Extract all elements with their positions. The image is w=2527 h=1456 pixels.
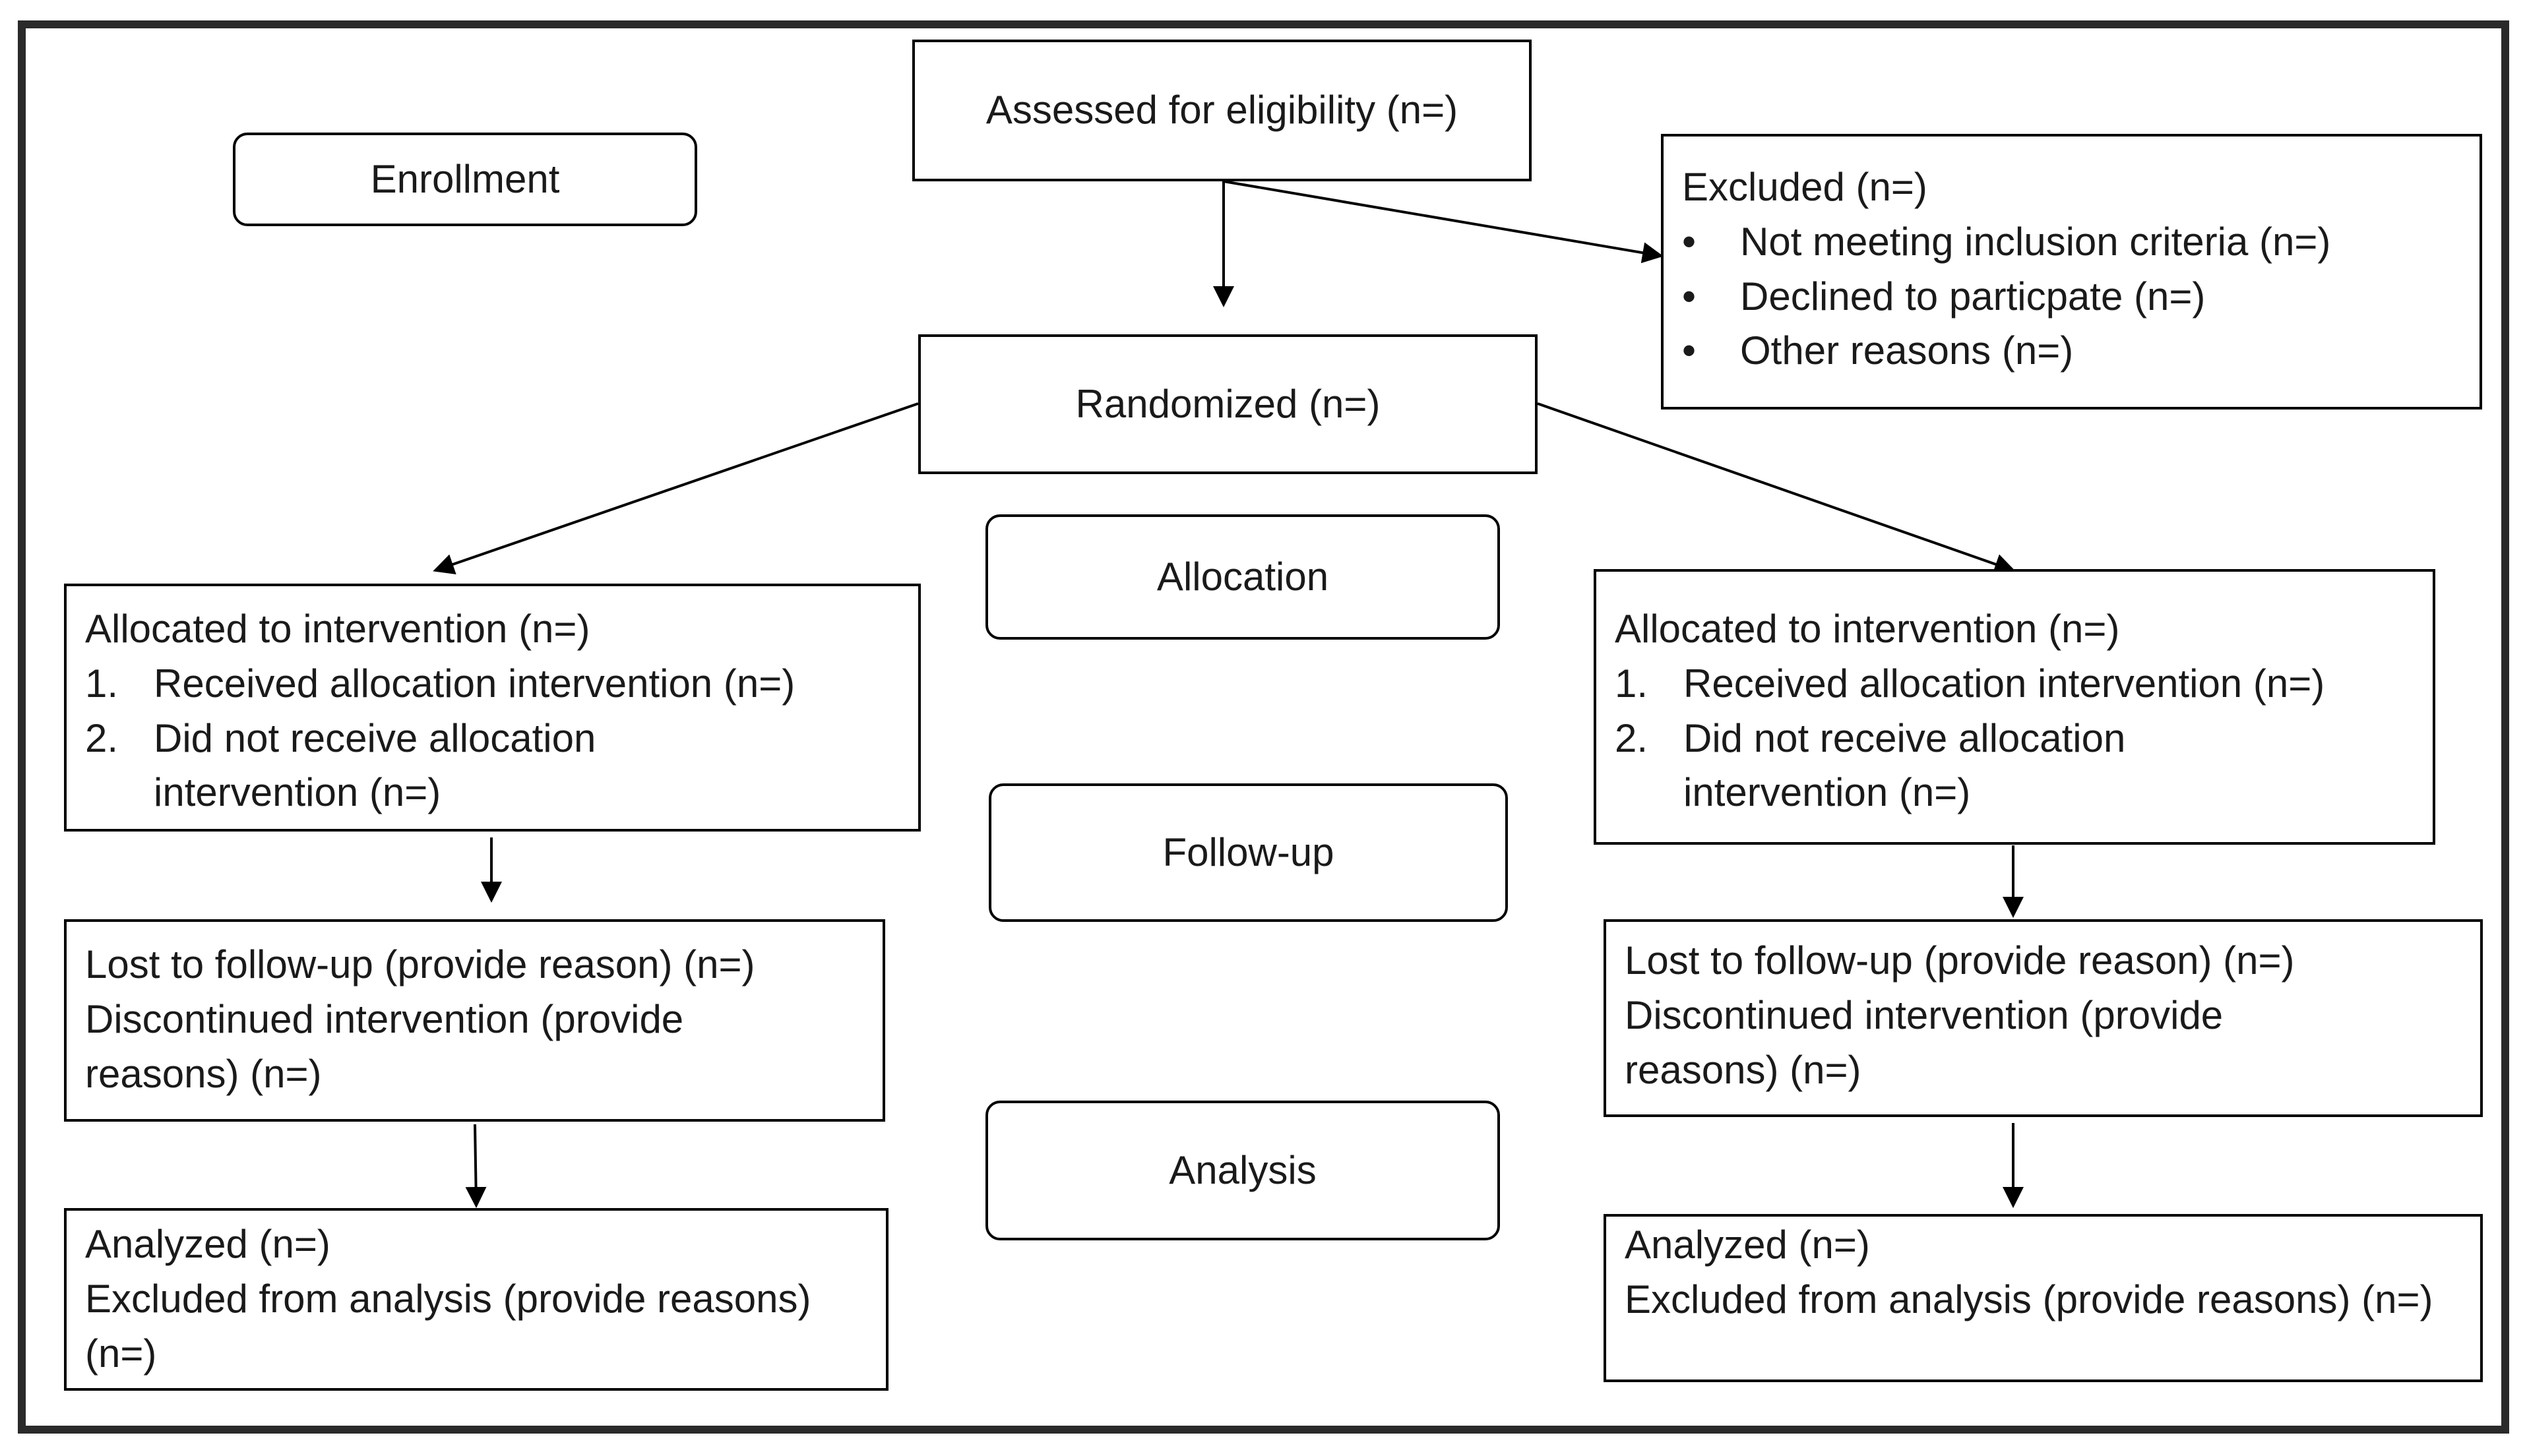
assessed-box: Assessed for eligibility (n=) bbox=[912, 40, 1532, 181]
bullet-icon: • bbox=[1682, 219, 1697, 264]
left-allocated-item-text: Received allocation intervention (n=) bbox=[154, 661, 796, 706]
left-allocated-box: Allocated to intervention (n=) 1. Receiv… bbox=[64, 584, 921, 832]
excluded-title: Excluded (n=) bbox=[1682, 165, 1927, 209]
left-allocated-item-2: 2. Did not receive allocation interventi… bbox=[85, 712, 747, 821]
stage-label-analysis-text: Analysis bbox=[1169, 1147, 1317, 1192]
left-allocated-item-text: Did not receive allocation intervention … bbox=[154, 715, 596, 815]
right-allocated-item-text: Did not receive allocation intervention … bbox=[1683, 715, 2126, 815]
left-follow-up-line-1: Lost to follow-up (provide reason) (n=) bbox=[85, 942, 755, 986]
right-allocated-title: Allocated to intervention (n=) bbox=[1615, 607, 2120, 651]
left-follow-up-box: Lost to follow-up (provide reason) (n=) … bbox=[64, 919, 885, 1122]
right-follow-up-line-1: Lost to follow-up (provide reason) (n=) bbox=[1625, 938, 2295, 983]
randomized-box: Randomized (n=) bbox=[918, 334, 1538, 474]
left-analysis-line-2: Excluded from analysis (provide reasons)… bbox=[85, 1276, 811, 1376]
excluded-box: Excluded (n=) • Not meeting inclusion cr… bbox=[1661, 134, 2482, 410]
left-follow-up-line-2: Discontinued intervention (provide reaso… bbox=[85, 996, 684, 1096]
excluded-item-text: Other reasons (n=) bbox=[1740, 328, 2074, 373]
right-analysis-line-2: Excluded from analysis (provide reasons)… bbox=[1625, 1277, 2433, 1321]
stage-label-follow-up-text: Follow-up bbox=[1162, 830, 1334, 874]
excluded-item-text: Declined to particpate (n=) bbox=[1740, 274, 2206, 318]
excluded-item-3: • Other reasons (n=) bbox=[1682, 324, 2480, 379]
excluded-item-text: Not meeting inclusion criteria (n=) bbox=[1740, 219, 2331, 264]
arrow-randomized-to-right-arm bbox=[1537, 402, 2016, 574]
excluded-item-1: • Not meeting inclusion criteria (n=) bbox=[1682, 215, 2480, 270]
excluded-item-2: • Declined to particpate (n=) bbox=[1682, 270, 2480, 324]
left-allocated-item-1: 1. Received allocation intervention (n=) bbox=[85, 657, 918, 712]
right-allocated-box: Allocated to intervention (n=) 1. Receiv… bbox=[1594, 569, 2435, 845]
assessed-text: Assessed for eligibility (n=) bbox=[985, 88, 1458, 133]
stage-label-allocation-text: Allocation bbox=[1156, 554, 1329, 599]
right-allocated-item-text: Received allocation intervention (n=) bbox=[1683, 661, 2325, 706]
list-number: 1. bbox=[1615, 661, 1648, 706]
stage-label-enrollment: Enrollment bbox=[233, 133, 697, 226]
right-analysis-box: Analyzed (n=) Excluded from analysis (pr… bbox=[1604, 1214, 2483, 1382]
randomized-text: Randomized (n=) bbox=[1075, 381, 1381, 426]
left-allocated-title: Allocated to intervention (n=) bbox=[85, 607, 590, 651]
right-follow-up-line-2: Discontinued intervention (provide reaso… bbox=[1625, 992, 2224, 1092]
list-number: 1. bbox=[85, 661, 119, 706]
right-follow-up-box: Lost to follow-up (provide reason) (n=) … bbox=[1604, 919, 2483, 1117]
list-number: 2. bbox=[85, 715, 119, 760]
stage-label-analysis: Analysis bbox=[985, 1101, 1500, 1240]
arrow-randomized-to-left-arm bbox=[433, 402, 919, 574]
bullet-icon: • bbox=[1682, 328, 1697, 373]
left-analysis-box: Analyzed (n=) Excluded from analysis (pr… bbox=[64, 1208, 889, 1391]
stage-label-enrollment-text: Enrollment bbox=[370, 156, 560, 201]
arrow-left-follow-up-to-analysis bbox=[465, 1124, 487, 1208]
right-allocated-item-1: 1. Received allocation intervention (n=) bbox=[1615, 657, 2433, 712]
right-analysis-line-1: Analyzed (n=) bbox=[1625, 1223, 1870, 1267]
stage-label-allocation: Allocation bbox=[985, 514, 1500, 640]
stage-label-follow-up: Follow-up bbox=[989, 783, 1508, 922]
bullet-icon: • bbox=[1682, 274, 1697, 318]
arrow-assessed-to-excluded bbox=[1223, 180, 1664, 264]
list-number: 2. bbox=[1615, 715, 1648, 760]
right-allocated-item-2: 2. Did not receive allocation interventi… bbox=[1615, 712, 2277, 821]
left-analysis-line-1: Analyzed (n=) bbox=[85, 1222, 330, 1266]
